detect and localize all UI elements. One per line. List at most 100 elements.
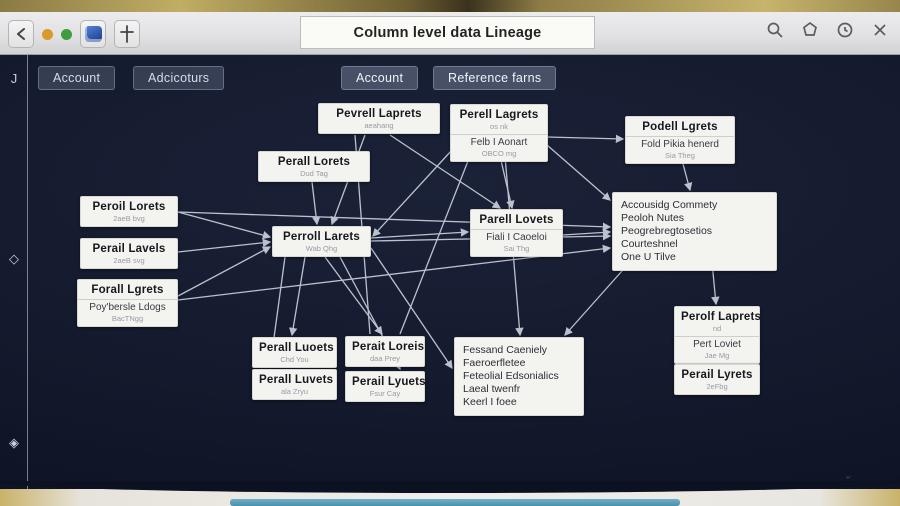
node-field: Fold Pikia henerd — [641, 139, 719, 150]
lineage-node-n2[interactable]: Perell Lagrets os nk Felb I Aonart OBCO … — [450, 104, 548, 162]
lineage-node-n6[interactable]: Perail Lavels 2aeB svg — [80, 238, 178, 269]
node-field: Pert Loviet — [693, 339, 741, 350]
node-subtitle: Dud Tag — [300, 169, 328, 178]
node-row: Feteolial Edsonialics — [463, 370, 559, 382]
node-row: Peogrebregtosetios — [621, 225, 713, 237]
node-row: Fessand Caeniely — [463, 344, 548, 356]
node-title: Perait Loreis — [352, 341, 425, 353]
lineage-node-n10[interactable]: Accousidg Commety Peoloh Nutes Peogrebre… — [612, 192, 777, 271]
draw-tool-icon[interactable]: ◈ — [9, 435, 19, 450]
status-dot-green — [61, 28, 72, 40]
node-row: One U Tilve — [621, 251, 676, 263]
titlebar: Column level data Lineage — [0, 12, 900, 55]
note-tool-icon[interactable]: J — [10, 71, 18, 86]
node-subtitle: 2aeB svg — [113, 256, 145, 265]
node-subtitle: 2eFbg — [706, 382, 728, 391]
node-subtitle: Chd You — [280, 355, 309, 364]
node-row: Faeroerfletee — [463, 357, 526, 369]
page-title[interactable]: Column level data Lineage — [300, 16, 595, 49]
lineage-node-n15[interactable]: Fessand Caeniely Faeroerfletee Feteolial… — [454, 337, 584, 416]
lineage-node-n9[interactable]: Parell Lovets Fiali I Caoeloi Sai Thg — [470, 209, 563, 257]
node-title: Perall Luvets — [259, 374, 334, 386]
node-title: Perolf Laprets — [681, 311, 762, 323]
node-title: Perail Lyrets — [681, 369, 753, 381]
lineage-node-n3[interactable]: Podell Lgrets Fold Pikia henerd Sia Theg — [625, 116, 735, 164]
search-button[interactable] — [765, 20, 785, 40]
photo-edge-top — [0, 0, 900, 12]
lineage-node-n8[interactable]: Perroll Larets Wab Qhg — [272, 226, 371, 257]
status-dot-orange — [42, 28, 53, 40]
node-title: Podell Lgrets — [642, 121, 718, 133]
lineage-node-n1[interactable]: Pevrell Laprets aeahang — [318, 103, 440, 134]
clock-icon — [837, 22, 853, 38]
node-subtitle: aeahang — [364, 121, 394, 130]
node-field: Poy'bersle Ldogs — [89, 302, 166, 313]
node-field-note: BacTNgg — [111, 314, 144, 323]
plus-crosshair-icon — [120, 25, 134, 43]
node-row: Courteshnel — [621, 238, 678, 250]
node-subtitle: ala Zryu — [280, 387, 309, 396]
lineage-node-n14[interactable]: Perail Lyuets Fsur Cay — [345, 371, 426, 402]
back-button[interactable] — [8, 20, 34, 48]
lineage-node-n11[interactable]: Perall Luoets Chd You — [252, 337, 337, 368]
node-subtitle: Wab Qhg — [305, 244, 338, 253]
filter-adcicoturs[interactable]: Adcicoturs — [133, 66, 225, 90]
node-subtitle: Fsur Cay — [369, 389, 401, 398]
node-divider — [78, 299, 177, 300]
lineage-node-n5[interactable]: Peroil Lorets 2aeB bvg — [80, 196, 178, 227]
node-title: Forall Lgrets — [91, 284, 164, 296]
node-field: Fiali I Caoeloi — [486, 232, 547, 243]
node-divider — [675, 336, 759, 337]
node-title: Perail Lavels — [92, 243, 166, 255]
node-subtitle: nd — [712, 324, 722, 333]
node-title: Peroil Lorets — [92, 201, 166, 213]
shape-tool-icon[interactable]: ◇ — [9, 251, 19, 266]
node-field-note: Jae Mg — [704, 351, 730, 360]
history-button[interactable] — [835, 20, 855, 40]
polygon-icon — [803, 21, 817, 36]
node-divider — [451, 134, 547, 135]
app-logo-icon — [84, 26, 102, 42]
search-icon — [767, 22, 783, 38]
close-button[interactable] — [870, 20, 890, 40]
node-field-note: Sia Theg — [665, 151, 695, 160]
node-divider — [626, 136, 734, 137]
tool-sidebar: J ◇ ◈ — [0, 55, 28, 489]
filter-account-1[interactable]: Account — [38, 66, 116, 90]
node-title: Perall Luoets — [259, 342, 334, 354]
node-subtitle: 2aeB bvg — [113, 214, 145, 223]
lineage-node-n7[interactable]: Forall Lgrets Poy'bersle Ldogs BacTNgg — [77, 279, 178, 327]
node-title: Perroll Larets — [283, 231, 360, 243]
node-title: Pevrell Laprets — [336, 108, 422, 120]
screen-bezel — [0, 481, 900, 506]
node-row: Peoloh Nutes — [621, 212, 685, 224]
lineage-node-n13[interactable]: Perall Luvets ala Zryu — [252, 369, 337, 400]
add-button[interactable] — [114, 20, 140, 48]
close-icon — [874, 24, 886, 36]
node-row: Keerl I foee — [463, 396, 517, 408]
node-divider — [471, 229, 562, 230]
node-row: Accousidg Commety — [621, 199, 718, 211]
lineage-node-n12[interactable]: Perait Loreis daa Prey — [345, 336, 425, 367]
lineage-node-n4[interactable]: Perall Lorets Dud Tag — [258, 151, 370, 182]
node-row: Laeal twenfr — [463, 383, 521, 395]
node-title: Perail Lyuets — [352, 376, 426, 388]
node-field-note: Sai Thg — [503, 244, 530, 253]
shape-button[interactable] — [800, 20, 820, 40]
node-subtitle: daa Prey — [369, 354, 401, 363]
node-subtitle: os nk — [490, 122, 508, 131]
node-title: Perell Lagrets — [459, 109, 539, 121]
watermark: ৺ — [845, 474, 850, 483]
node-field: Felb I Aonart — [470, 137, 528, 148]
filter-account-2[interactable]: Account — [341, 66, 419, 90]
filter-reference-farns[interactable]: Reference farns — [433, 66, 557, 90]
bezel-curve — [0, 481, 900, 493]
lineage-node-n17[interactable]: Perail Lyrets 2eFbg — [674, 364, 760, 395]
app-icon-button[interactable] — [80, 20, 106, 48]
node-title: Perall Lorets — [277, 156, 351, 168]
lineage-node-n16[interactable]: Perolf Laprets nd Pert Loviet Jae Mg — [674, 306, 762, 364]
node-field-note: OBCO mg — [481, 149, 517, 158]
chevron-left-icon — [17, 28, 25, 40]
lineage-canvas[interactable]: J ◇ ◈ Account Adcicoturs Account Referen… — [0, 55, 900, 489]
